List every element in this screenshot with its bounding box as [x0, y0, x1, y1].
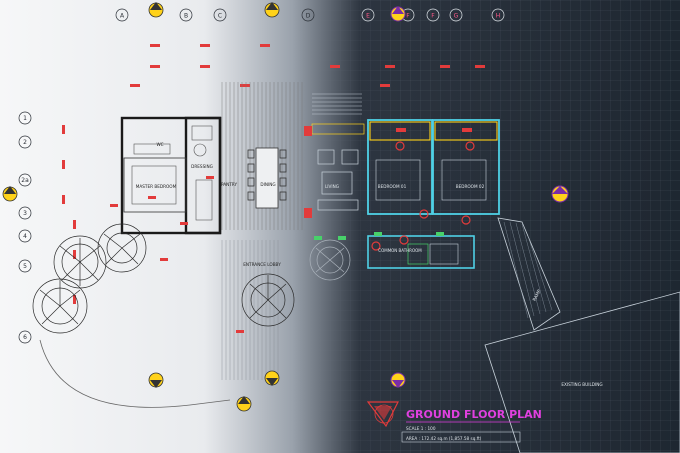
- column-bubble-label: C: [218, 13, 222, 20]
- column-bubble: E: [361, 8, 375, 22]
- section-marker-bottom-dark: [390, 372, 406, 388]
- plan-scale: SCALE 1 : 100: [406, 426, 436, 431]
- bedroom-wing: [367, 119, 500, 269]
- existing-building-outline: [484, 291, 680, 453]
- label-master-bedroom: MASTER BEDROOM: [136, 184, 177, 189]
- tree-4: [241, 273, 295, 327]
- column-bubble-label: F: [406, 13, 410, 20]
- label-pantry: PANTRY: [221, 182, 237, 187]
- section-marker-top-center: [264, 2, 280, 18]
- column-bubble: D: [301, 8, 315, 22]
- section-marker-right: [551, 185, 569, 203]
- label-wc: WC: [156, 142, 163, 147]
- row-bubble-label: 1: [23, 115, 27, 122]
- label-bedroom-02: BEDROOM 02: [456, 184, 485, 189]
- north-arrow-marker: [236, 396, 252, 412]
- row-bubble-label: 6: [23, 334, 27, 341]
- row-bubble: 2: [18, 135, 32, 149]
- plan-title: GROUND FLOOR PLAN: [406, 408, 542, 421]
- label-dressing: DRESSING: [191, 164, 213, 169]
- section-marker-left: [2, 186, 18, 202]
- row-bubble-label: 3: [23, 210, 27, 217]
- annotation-markers: [304, 126, 475, 251]
- dimension-lines: [63, 45, 500, 345]
- column-bubble-label: D: [306, 13, 311, 20]
- row-bubble-label: 4: [23, 233, 27, 240]
- dimension-text-marks: [62, 44, 485, 304]
- room-labels: MASTER BEDROOM WC DRESSING PANTRY DINING…: [136, 142, 603, 387]
- section-marker-bottom-left: [148, 372, 164, 388]
- row-bubble: 4: [18, 229, 32, 243]
- row-bubble-label: 2a: [21, 177, 29, 184]
- title-block: GROUND FLOOR PLAN SCALE 1 : 100 AREA : 1…: [366, 401, 542, 443]
- master-bedroom-block: [120, 116, 222, 235]
- row-bubble: 5: [18, 259, 32, 273]
- column-bubble: H: [491, 8, 505, 22]
- column-bubble: A: [115, 8, 129, 22]
- column-bubble: G: [449, 8, 463, 22]
- bedroom-01-outline: [367, 119, 433, 215]
- column-bubble-label: F: [431, 13, 435, 20]
- tree-3: [32, 278, 88, 334]
- row-bubble: 3: [18, 206, 32, 220]
- ramp: [497, 217, 561, 331]
- column-bubble-label: H: [496, 13, 501, 20]
- title-logo-icon: [366, 401, 399, 428]
- row-bubble: 6: [18, 330, 32, 344]
- label-living: LIVING: [325, 184, 339, 189]
- column-bubble-label: E: [366, 13, 370, 20]
- column-bubble-label: B: [184, 13, 188, 20]
- bedroom-02-outline: [432, 119, 500, 215]
- dining-table: [247, 147, 287, 209]
- row-bubble-label: 5: [23, 263, 27, 270]
- label-existing-building: EXISTING BUILDING: [561, 382, 602, 387]
- label-entrance-lobby: ENTRANCE LOBBY: [243, 262, 281, 267]
- column-bubble-label: A: [120, 13, 125, 20]
- site-path: [39, 339, 231, 408]
- label-ramp: RAMP: [532, 288, 543, 302]
- section-marker-top-left: [148, 2, 164, 18]
- row-grid-bubbles: 1 2 2a 3 4 5 6: [18, 111, 32, 344]
- label-bedroom-01: BEDROOM 01: [378, 184, 407, 189]
- column-bubble: B: [179, 8, 193, 22]
- label-dining: DINING: [260, 182, 275, 187]
- plan-area: AREA : 172.42 sq.m (1,857.58 sq.ft): [406, 436, 482, 441]
- column-bubble: C: [213, 8, 227, 22]
- entry-steps: [312, 93, 362, 115]
- row-bubble: 1: [18, 111, 32, 125]
- bathroom-outline: [367, 235, 475, 269]
- section-marker-bottom-center: [264, 370, 280, 386]
- column-bubble: F: [426, 8, 440, 22]
- label-common-bathroom: COMMON BATHROOM: [378, 248, 422, 253]
- landscape-trees: [32, 223, 351, 334]
- section-marker-top-dark: [390, 6, 406, 22]
- row-bubble: 2a: [18, 173, 32, 187]
- tree-2: [97, 223, 147, 273]
- light-side-tags: [110, 176, 244, 333]
- column-bubble-label: G: [454, 13, 459, 20]
- row-bubble-label: 2: [23, 139, 27, 146]
- tree-5: [309, 239, 351, 281]
- section-markers: [2, 2, 569, 412]
